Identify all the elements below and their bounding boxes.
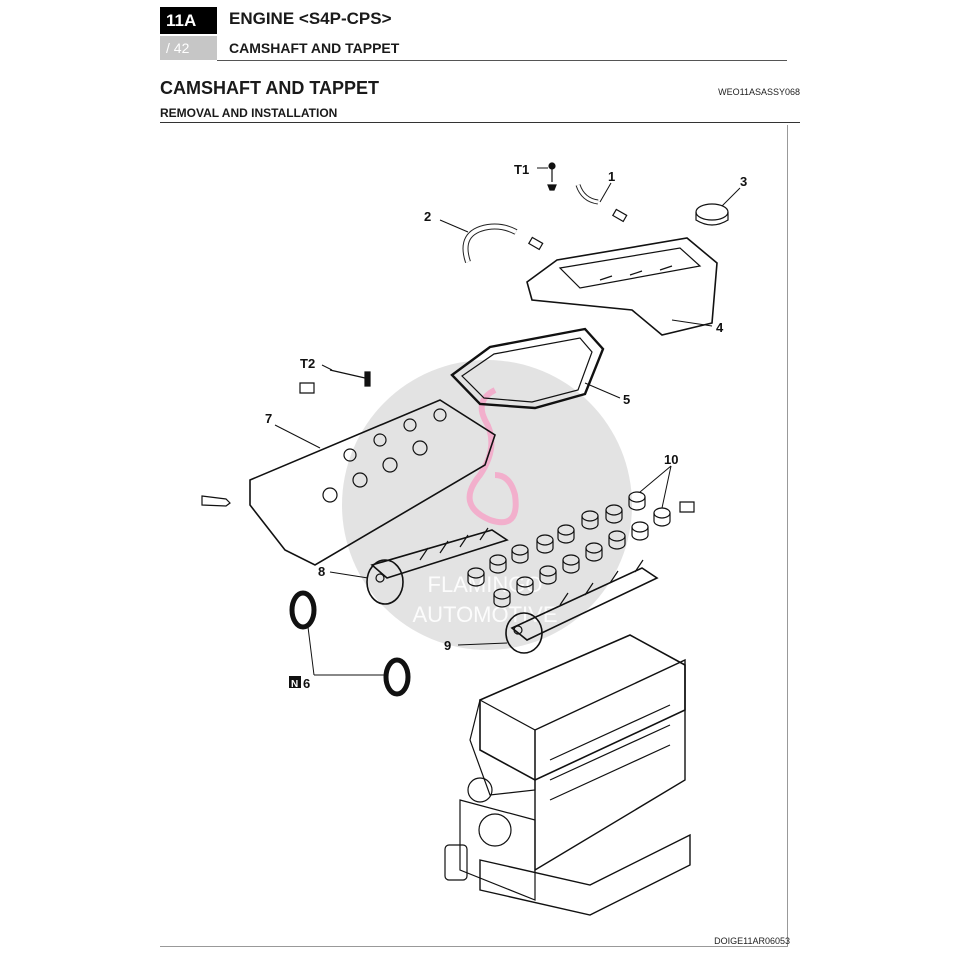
part-3-oil-filler-cap [695, 203, 729, 226]
part-1-breather-pipe [575, 184, 628, 223]
camshaft-sensor [679, 501, 695, 513]
flamingo-logo-icon [466, 387, 519, 526]
figure-frame [160, 125, 788, 947]
label-t2: T2 [300, 356, 315, 371]
part-5-gasket [450, 327, 605, 410]
engine-block [444, 634, 691, 916]
section-title: CAMSHAFT AND TAPPET [160, 78, 379, 98]
t1-bolt [547, 162, 557, 191]
label-n-box: N [291, 679, 298, 690]
t2-bolt [299, 369, 371, 394]
watermark-disc [342, 360, 632, 650]
section-divider [160, 122, 800, 123]
section-code-badge: 11A [160, 7, 217, 34]
section-code: WEO11ASASSY068 [718, 87, 800, 97]
label-part-2: 2 [424, 209, 431, 224]
watermark: FLAMINGO AUTOMOTIVE [342, 360, 632, 650]
part-4-head-cover [526, 237, 718, 336]
label-part-1: 1 [608, 169, 615, 184]
part-7-camshaft-housing [249, 399, 496, 566]
leader-lines [274, 167, 741, 676]
header-title: ENGINE <S4P-CPS> [229, 9, 392, 28]
part-9-camshaft [505, 559, 659, 654]
part-10-tappets [467, 491, 671, 608]
label-part-9: 9 [444, 638, 451, 653]
part-6-oil-seals [289, 590, 411, 697]
label-part-3: 3 [740, 174, 747, 189]
section-subtitle: REMOVAL AND INSTALLATION [160, 106, 338, 120]
header-divider [217, 60, 787, 61]
page-number: / 42 [160, 36, 217, 60]
part-2-hose [462, 223, 544, 263]
watermark-line2: AUTOMOTIVE [412, 602, 557, 627]
label-part-4: 4 [716, 320, 724, 335]
n-box-marker [289, 676, 301, 688]
figure-code: DOIGE11AR06053 [714, 936, 790, 946]
label-part-10: 10 [664, 452, 678, 467]
sealant-tube [201, 495, 231, 507]
label-t1: T1 [514, 162, 529, 177]
label-part-5: 5 [623, 392, 630, 407]
part-8-camshaft [366, 527, 509, 605]
label-part-6: 6 [303, 676, 310, 691]
label-part-8: 8 [318, 564, 325, 579]
watermark-line1: FLAMINGO [428, 572, 543, 597]
label-part-7: 7 [265, 411, 272, 426]
header-subtitle: CAMSHAFT AND TAPPET [229, 40, 400, 56]
